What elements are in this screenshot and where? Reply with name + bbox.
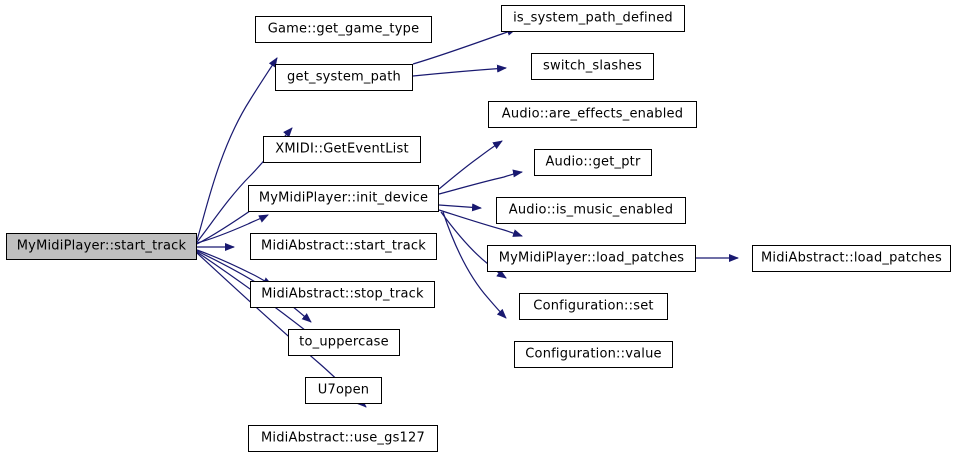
graph-node-get_ptr[interactable]: Audio::get_ptr: [534, 149, 652, 176]
graph-node-ma_stop_track[interactable]: MidiAbstract::stop_track: [250, 281, 435, 308]
graph-node-mmp_load_patches[interactable]: MyMidiPlayer::load_patches: [487, 245, 696, 272]
graph-node-label: MyMidiPlayer::init_device: [258, 190, 429, 206]
graph-node-label: MidiAbstract::load_patches: [761, 250, 942, 266]
graph-node-label: U7open: [317, 382, 370, 398]
graph-node-label: Audio::is_music_enabled: [508, 202, 674, 218]
graph-node-label: MyMidiPlayer::load_patches: [498, 250, 685, 266]
graph-node-label: Audio::get_ptr: [545, 154, 641, 170]
graph-node-to_uppercase[interactable]: to_uppercase: [288, 329, 400, 356]
graph-node-label: Game::get_game_type: [267, 21, 420, 37]
graph-node-is_system_path[interactable]: is_system_path_defined: [501, 5, 685, 32]
graph-node-get_system_path[interactable]: get_system_path: [275, 64, 413, 91]
graph-node-get_game_type[interactable]: Game::get_game_type: [255, 16, 432, 43]
graph-node-u7open[interactable]: U7open: [305, 377, 382, 404]
graph-node-label: is_system_path_defined: [513, 10, 673, 26]
graph-node-ma_load_patches[interactable]: MidiAbstract::load_patches: [752, 245, 951, 272]
graph-node-label: Configuration::set: [533, 298, 654, 314]
graph-node-label: Configuration::value: [525, 346, 662, 362]
graph-node-ma_start_track[interactable]: MidiAbstract::start_track: [250, 233, 437, 260]
graph-node-label: MyMidiPlayer::start_track: [16, 238, 187, 254]
graph-node-config_set[interactable]: Configuration::set: [519, 293, 668, 320]
graph-node-label: MidiAbstract::use_gs127: [261, 430, 425, 446]
graph-node-ma_use_gs127[interactable]: MidiAbstract::use_gs127: [248, 425, 438, 452]
graph-node-start_track[interactable]: MyMidiPlayer::start_track: [6, 233, 197, 260]
graph-node-get_event_list[interactable]: XMIDI::GetEventList: [263, 136, 421, 163]
graph-node-label: to_uppercase: [299, 334, 389, 350]
graph-node-label: MidiAbstract::stop_track: [261, 286, 424, 302]
graph-node-label: XMIDI::GetEventList: [275, 141, 409, 157]
graph-node-label: get_system_path: [287, 69, 401, 85]
graph-node-init_device[interactable]: MyMidiPlayer::init_device: [248, 185, 439, 212]
graph-node-switch_slashes[interactable]: switch_slashes: [531, 53, 654, 80]
graph-node-config_value[interactable]: Configuration::value: [514, 341, 673, 368]
graph-node-label: Audio::are_effects_enabled: [501, 106, 684, 122]
graph-node-are_effects[interactable]: Audio::are_effects_enabled: [488, 101, 697, 128]
graph-node-label: switch_slashes: [543, 58, 642, 74]
graph-node-is_music_enabled[interactable]: Audio::is_music_enabled: [496, 197, 686, 224]
graph-node-label: MidiAbstract::start_track: [261, 238, 426, 254]
